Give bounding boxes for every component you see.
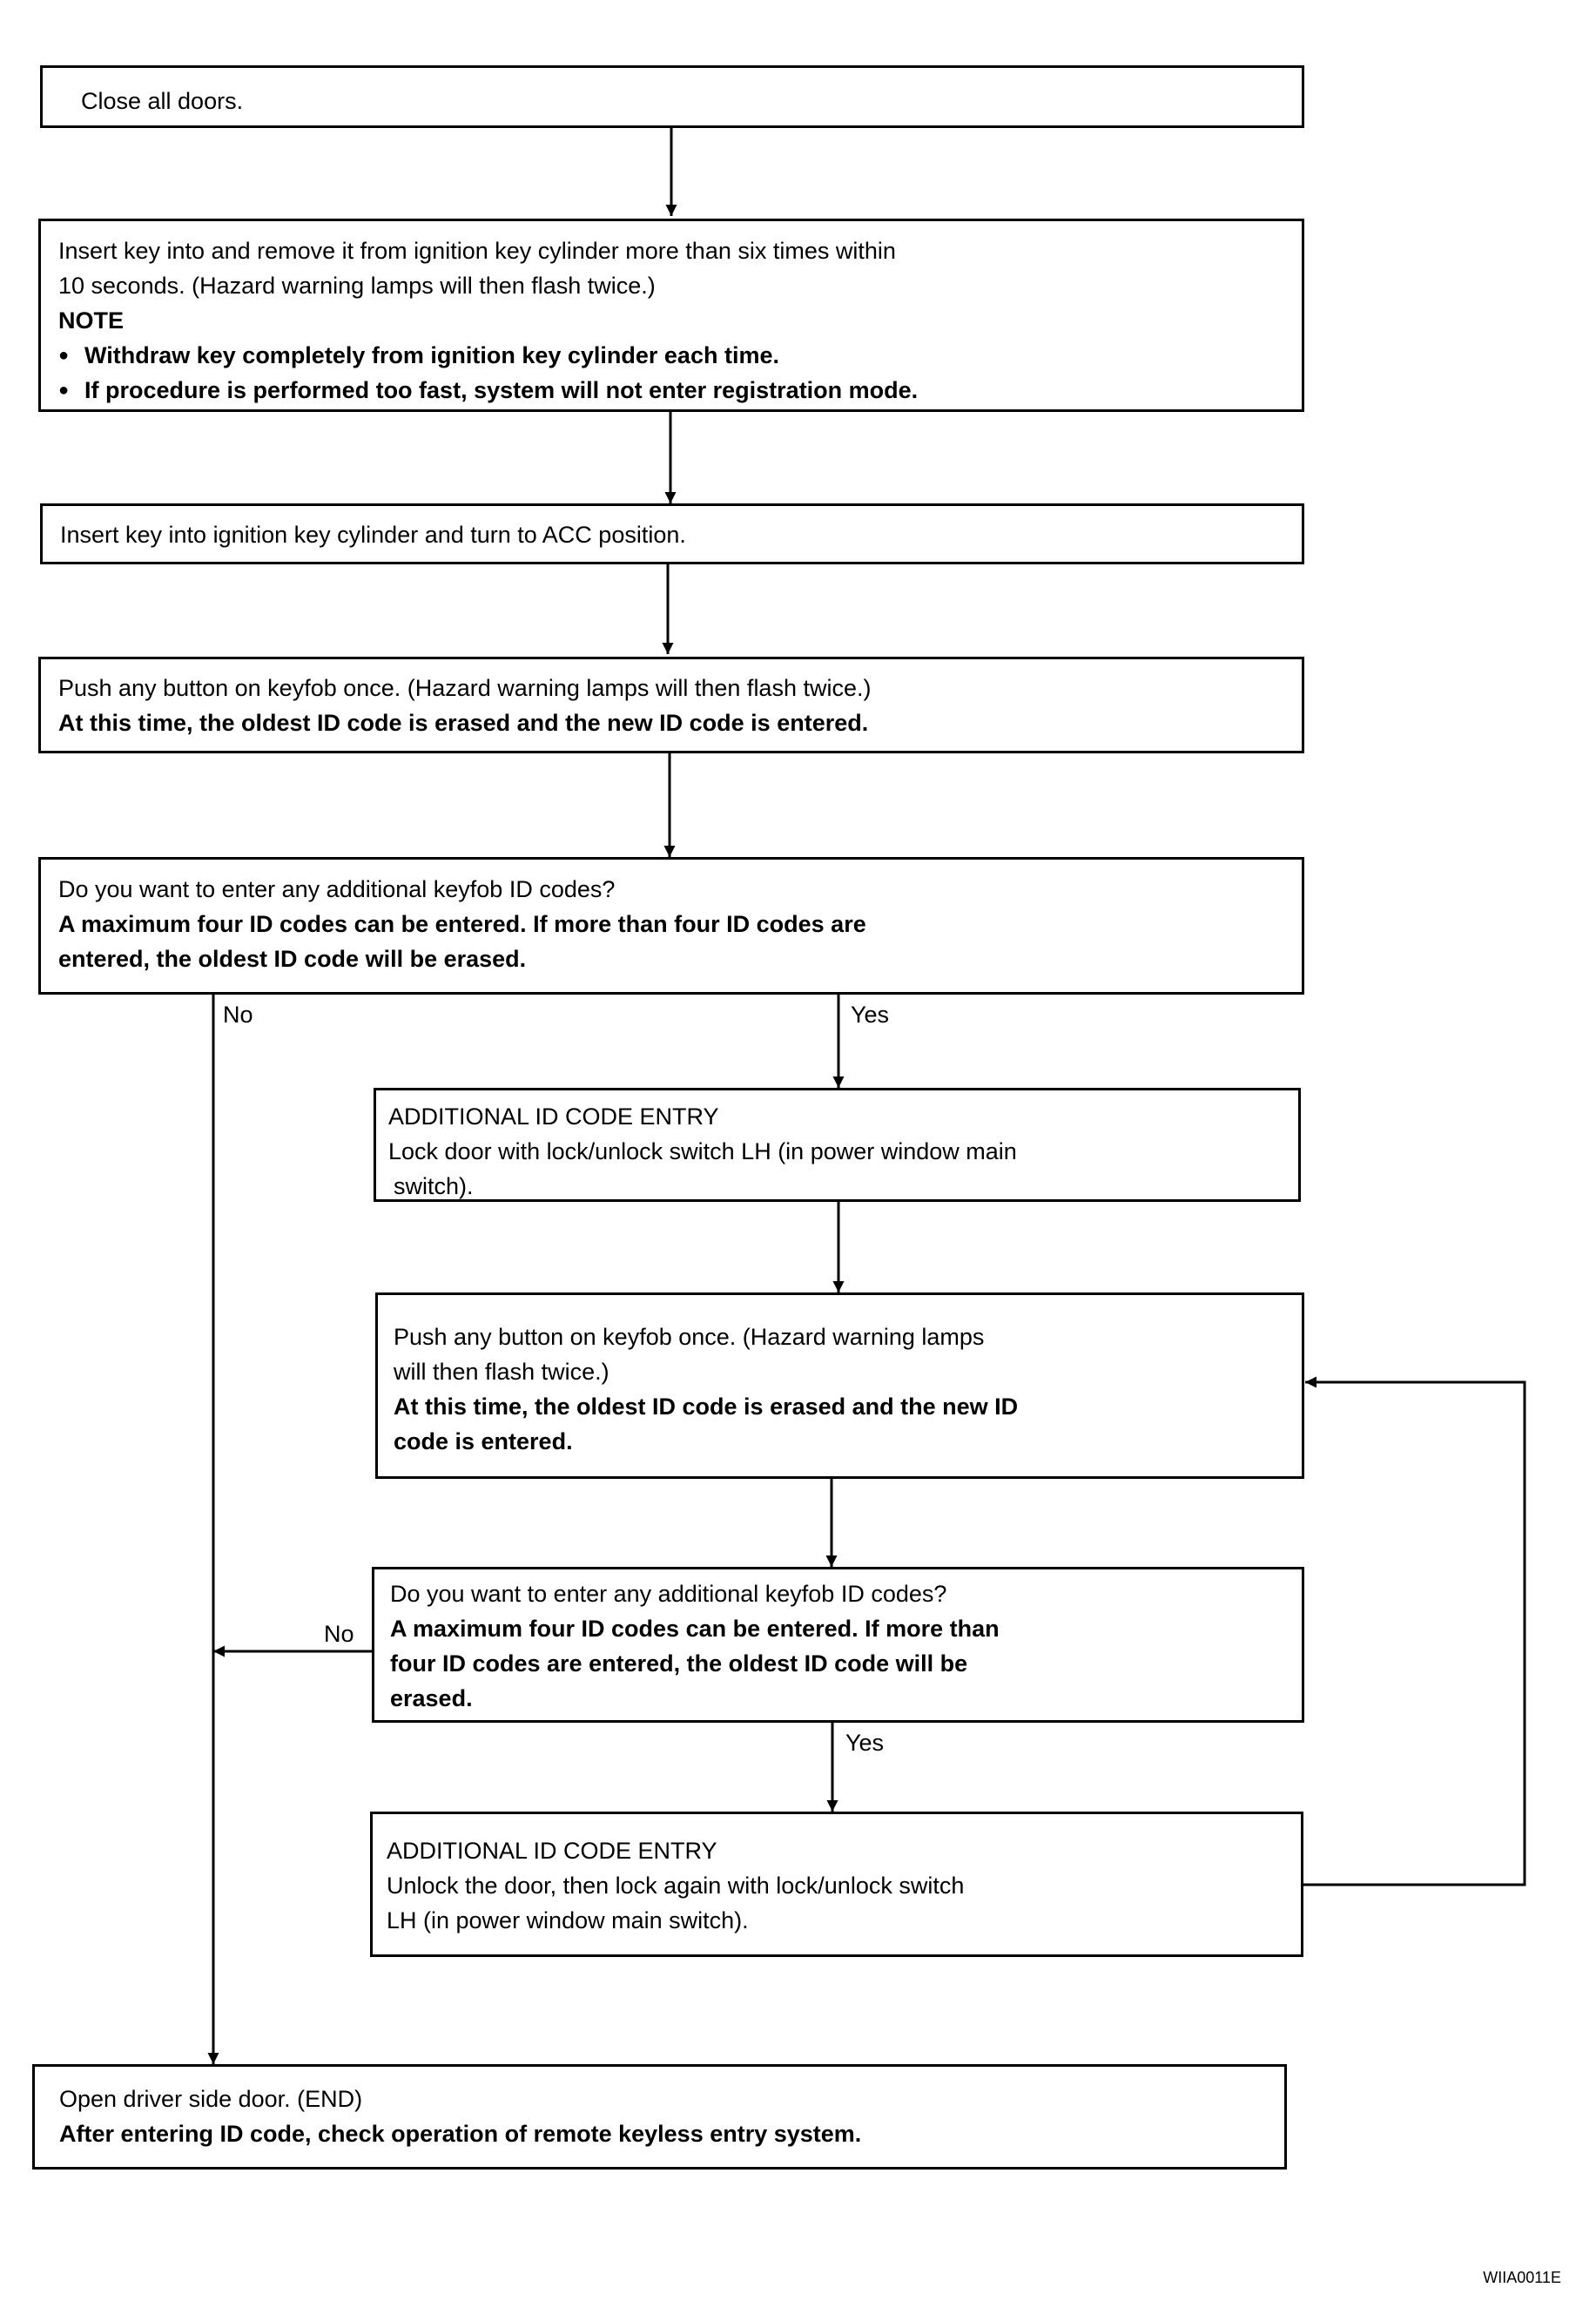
step-line: 10 seconds. (Hazard warning lamps will t… — [58, 273, 656, 299]
step-additional-entry-unlock-lock: ADDITIONAL ID CODE ENTRY Unlock the door… — [370, 1812, 1303, 1957]
step-open-driver-door-end: Open driver side door. (END) After enter… — [32, 2064, 1287, 2170]
step-close-all-doors: Close all doors. — [40, 65, 1304, 128]
decision-note: A maximum four ID codes can be entered. … — [58, 911, 866, 937]
step-line: Insert key into and remove it from ignit… — [58, 238, 896, 264]
label-no: No — [223, 1002, 253, 1028]
step-additional-entry-lock: ADDITIONAL ID CODE ENTRY Lock door with … — [374, 1088, 1301, 1202]
entry-line: LH (in power window main switch). — [387, 1907, 749, 1933]
entry-line: switch). — [394, 1173, 474, 1199]
decision-note: four ID codes are entered, the oldest ID… — [390, 1650, 968, 1677]
decision-additional-codes: Do you want to enter any additional keyf… — [38, 857, 1304, 995]
step-line: Push any button on keyfob once. (Hazard … — [394, 1324, 985, 1350]
step-turn-to-acc: Insert key into ignition key cylinder an… — [40, 503, 1304, 564]
entry-title: ADDITIONAL ID CODE ENTRY — [387, 1838, 717, 1864]
decision-note: entered, the oldest ID code will be eras… — [58, 946, 527, 972]
label-no: No — [324, 1621, 354, 1647]
step-line: At this time, the oldest ID code is eras… — [394, 1394, 1019, 1420]
decision-question: Do you want to enter any additional keyf… — [390, 1581, 947, 1607]
end-line: Open driver side door. (END) — [59, 2086, 363, 2112]
label-yes: Yes — [845, 1730, 885, 1756]
decision-note: erased. — [390, 1685, 473, 1711]
step-line: At this time, the oldest ID code is eras… — [58, 710, 869, 736]
entry-line: Unlock the door, then lock again with lo… — [387, 1873, 965, 1899]
step-line: Push any button on keyfob once. (Hazard … — [58, 675, 872, 701]
step-insert-remove-key: Insert key into and remove it from ignit… — [38, 219, 1304, 412]
decision-additional-codes-repeat: Do you want to enter any additional keyf… — [372, 1567, 1304, 1723]
decision-note: A maximum four ID codes can be entered. … — [390, 1616, 1000, 1642]
step-push-keyfob-button-repeat: Push any button on keyfob once. (Hazard … — [375, 1292, 1304, 1479]
label-yes: Yes — [851, 1002, 890, 1028]
step-line: code is entered. — [394, 1428, 573, 1454]
arrow-loop-entry2-to-step5 — [1303, 1376, 1526, 1886]
step-text: Insert key into ignition key cylinder an… — [60, 522, 686, 548]
note-item: Withdraw key completely from ignition ke… — [58, 338, 1284, 373]
entry-line: Lock door with lock/unlock switch LH (in… — [388, 1138, 1017, 1164]
decision-question: Do you want to enter any additional keyf… — [58, 876, 616, 902]
end-line: After entering ID code, check operation … — [59, 2121, 862, 2147]
note-item: If procedure is performed too fast, syst… — [58, 373, 1284, 408]
entry-title: ADDITIONAL ID CODE ENTRY — [388, 1103, 719, 1130]
note-label: NOTE — [58, 307, 125, 334]
figure-code: WIIA0011E — [1483, 2269, 1561, 2286]
step-push-keyfob-button: Push any button on keyfob once. (Hazard … — [38, 657, 1304, 753]
step-text: Close all doors. — [81, 88, 244, 114]
step-line: will then flash twice.) — [394, 1359, 609, 1385]
